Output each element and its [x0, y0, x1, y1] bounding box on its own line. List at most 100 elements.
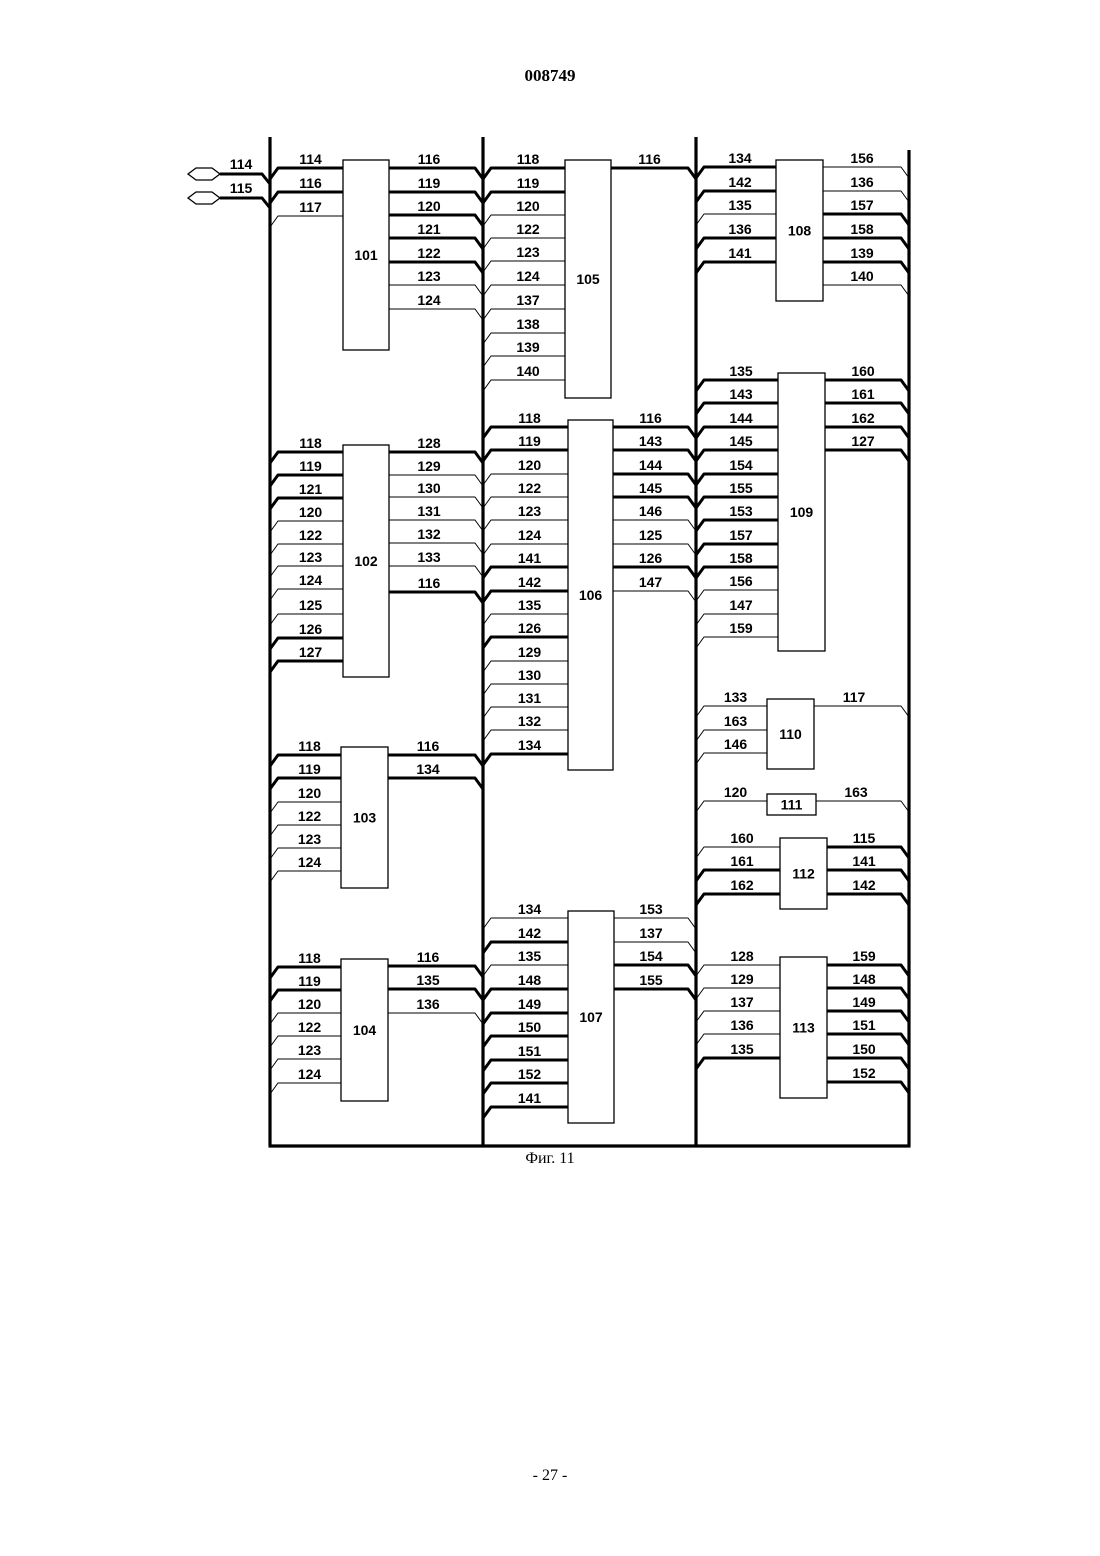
input-label-118: 118: [298, 950, 321, 966]
input-label-136: 136: [728, 221, 752, 237]
input-label-125: 125: [299, 597, 323, 613]
output-label-140: 140: [850, 268, 874, 284]
output-label-156: 156: [850, 150, 874, 166]
output-label-133: 133: [417, 549, 441, 565]
input-label-163: 163: [724, 713, 748, 729]
input-label-158: 158: [729, 550, 753, 566]
input-label-121: 121: [299, 481, 323, 497]
output-label-143: 143: [639, 433, 663, 449]
output-label-157: 157: [850, 197, 874, 213]
block-label-105: 105: [576, 271, 600, 287]
block-label-113: 113: [792, 1020, 815, 1036]
input-wire-101-117: [270, 216, 343, 227]
output-label-124: 124: [417, 292, 441, 308]
input-label-128: 128: [730, 948, 754, 964]
input-wire-106-134: [483, 754, 568, 765]
input-label-162: 162: [730, 877, 754, 893]
output-label-116: 116: [638, 151, 661, 167]
input-label-154: 154: [729, 457, 753, 473]
output-label-152: 152: [852, 1065, 876, 1081]
input-label-140: 140: [516, 363, 540, 379]
block-102: 102: [343, 445, 389, 677]
input-label-156: 156: [729, 573, 753, 589]
block-label-104: 104: [353, 1022, 377, 1038]
input-label-134: 134: [728, 150, 752, 166]
input-label-147: 147: [729, 597, 753, 613]
output-wire-106-147: [613, 591, 696, 602]
input-label-129: 129: [518, 644, 542, 660]
output-label-161: 161: [851, 386, 875, 402]
output-label-129: 129: [417, 458, 441, 474]
output-label-149: 149: [852, 994, 876, 1010]
output-label-130: 130: [417, 480, 441, 496]
input-wire-113-135: [696, 1058, 780, 1069]
output-label-158: 158: [850, 221, 874, 237]
output-label-154: 154: [639, 948, 663, 964]
input-wire-108-141: [696, 262, 776, 273]
block-105: 105: [565, 160, 611, 398]
input-label-118: 118: [518, 410, 541, 426]
input-wire-105-140: [483, 380, 565, 391]
block-label-108: 108: [788, 223, 812, 239]
output-label-144: 144: [639, 457, 663, 473]
input-label-122: 122: [518, 480, 542, 496]
input-label-159: 159: [729, 620, 753, 636]
input-label-136: 136: [730, 1017, 754, 1033]
output-label-134: 134: [416, 761, 440, 777]
input-label-119: 119: [299, 458, 322, 474]
input-wire-112-162: [696, 894, 780, 905]
page-number: - 27 -: [0, 1467, 1100, 1485]
input-label-120: 120: [724, 784, 748, 800]
block-109: 109: [778, 373, 825, 651]
block-108: 108: [776, 160, 823, 301]
block-113: 113: [780, 957, 827, 1098]
output-label-151: 151: [852, 1017, 876, 1033]
input-label-137: 137: [516, 292, 540, 308]
output-label-115: 115: [853, 830, 876, 846]
input-label-119: 119: [298, 761, 321, 777]
input-label-124: 124: [299, 572, 323, 588]
output-label-127: 127: [851, 433, 875, 449]
input-label-161: 161: [730, 853, 754, 869]
input-label-120: 120: [299, 504, 323, 520]
input-label-119: 119: [517, 175, 540, 191]
output-label-126: 126: [639, 550, 663, 566]
input-label-124: 124: [516, 268, 540, 284]
output-label-125: 125: [639, 527, 663, 543]
output-label-139: 139: [850, 245, 874, 261]
output-label-148: 148: [852, 971, 876, 987]
input-label-135: 135: [518, 948, 542, 964]
block-label-106: 106: [579, 587, 603, 603]
output-wire-109-127: [825, 450, 909, 461]
input-label-157: 157: [729, 527, 753, 543]
block-label-102: 102: [354, 553, 378, 569]
input-label-137: 137: [730, 994, 754, 1010]
output-label-116: 116: [418, 575, 441, 591]
input-label-123: 123: [299, 549, 323, 565]
output-label-163: 163: [844, 784, 868, 800]
block-101: 101: [343, 160, 389, 350]
input-label-122: 122: [298, 1019, 322, 1035]
input-label-119: 119: [518, 433, 541, 449]
input-label-132: 132: [518, 713, 542, 729]
output-label-119: 119: [418, 175, 441, 191]
input-label-116: 116: [299, 175, 322, 191]
block-103: 103: [341, 747, 388, 888]
input-label-141: 141: [518, 1090, 542, 1106]
output-label-121: 121: [417, 221, 441, 237]
output-label-160: 160: [851, 363, 875, 379]
output-wire-101-124: [389, 309, 483, 320]
input-label-126: 126: [518, 620, 542, 636]
output-label-122: 122: [417, 245, 441, 261]
output-label-116: 116: [417, 949, 440, 965]
input-wire-110-146: [696, 753, 767, 764]
output-wire-112-142: [827, 894, 909, 905]
output-label-146: 146: [639, 503, 663, 519]
input-label-124: 124: [298, 1066, 322, 1082]
output-wire-113-152: [827, 1082, 909, 1093]
output-wire-107-155: [614, 989, 696, 1000]
input-label-150: 150: [518, 1019, 542, 1035]
input-label-141: 141: [518, 550, 542, 566]
output-label-116: 116: [417, 738, 440, 754]
output-label-141: 141: [852, 853, 876, 869]
